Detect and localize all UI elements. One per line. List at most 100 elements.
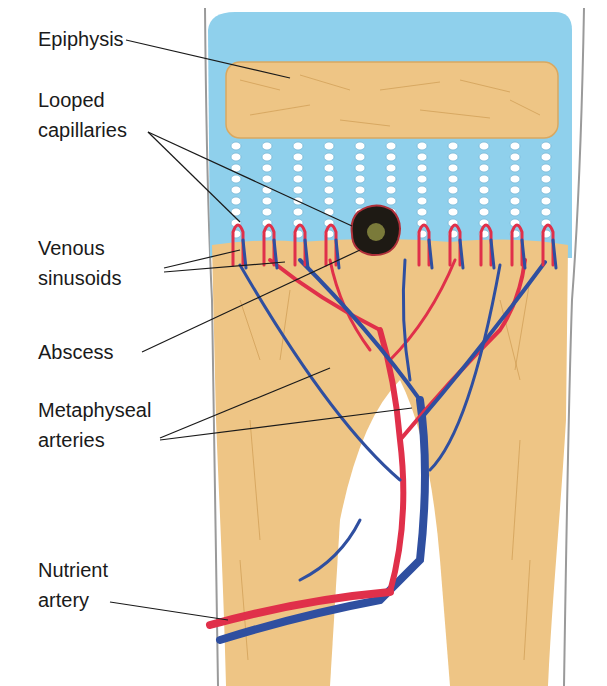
chondrocyte xyxy=(324,197,334,205)
chondrocyte xyxy=(262,208,272,216)
chondrocyte xyxy=(386,175,396,183)
chondrocyte xyxy=(448,164,458,172)
chondrocyte xyxy=(355,197,365,205)
chondrocyte xyxy=(355,186,365,194)
abscess-blob xyxy=(352,205,400,255)
chondrocyte xyxy=(262,197,272,205)
chondrocyte xyxy=(448,208,458,216)
chondrocyte xyxy=(386,186,396,194)
venous-sinusoid xyxy=(460,240,463,268)
chondrocyte xyxy=(541,208,551,216)
chondrocyte xyxy=(293,208,303,216)
chondrocyte xyxy=(510,175,520,183)
chondrocyte xyxy=(510,153,520,161)
venous-sinusoid xyxy=(274,240,277,268)
bone-shaft xyxy=(212,239,568,686)
looped-capillary xyxy=(481,225,491,265)
part-label: Venous sinusoids xyxy=(38,233,163,293)
chondrocyte xyxy=(324,142,334,150)
chondrocyte xyxy=(417,175,427,183)
chondrocyte xyxy=(510,186,520,194)
looped-capillary xyxy=(326,225,336,265)
chondrocyte xyxy=(293,142,303,150)
venous-sinusoid xyxy=(429,240,432,268)
chondrocyte xyxy=(510,197,520,205)
chondrocyte xyxy=(262,175,272,183)
chondrocyte xyxy=(448,186,458,194)
chondrocyte xyxy=(541,175,551,183)
venous-sinusoid xyxy=(491,240,494,268)
chondrocyte xyxy=(541,153,551,161)
part-label: Epiphysis xyxy=(38,24,168,54)
looped-capillary xyxy=(264,225,274,265)
chondrocyte xyxy=(293,164,303,172)
chondrocyte xyxy=(262,164,272,172)
abscess-core xyxy=(367,223,385,241)
vessels xyxy=(210,225,556,640)
chondrocyte xyxy=(541,197,551,205)
looped-capillary xyxy=(512,225,522,265)
venous-sinusoid xyxy=(553,240,556,268)
leader-lines xyxy=(110,40,412,620)
chondrocyte xyxy=(293,153,303,161)
venous-sinusoid xyxy=(336,240,339,268)
chondrocyte xyxy=(324,164,334,172)
chondrocyte xyxy=(293,186,303,194)
chondrocyte xyxy=(417,186,427,194)
chondrocyte xyxy=(448,197,458,205)
chondrocyte xyxy=(386,142,396,150)
chondrocyte xyxy=(355,175,365,183)
chondrocyte xyxy=(541,186,551,194)
chondrocyte xyxy=(324,186,334,194)
chondrocyte xyxy=(231,186,241,194)
chondrocyte xyxy=(510,142,520,150)
chondrocyte xyxy=(541,164,551,172)
chondrocyte xyxy=(386,153,396,161)
looped-capillary xyxy=(419,225,429,265)
chondrocyte xyxy=(479,164,489,172)
chondrocyte xyxy=(417,142,427,150)
chondrocyte xyxy=(355,142,365,150)
chondrocyte xyxy=(231,153,241,161)
chondrocyte xyxy=(479,153,489,161)
chondrocyte xyxy=(448,153,458,161)
chondrocyte xyxy=(510,208,520,216)
chondrocyte xyxy=(479,142,489,150)
chondrocyte xyxy=(262,142,272,150)
chondrocyte xyxy=(541,142,551,150)
venous-sinusoid xyxy=(243,240,246,268)
cartilage-cap xyxy=(208,12,572,258)
bone-texture xyxy=(240,75,540,660)
chondrocyte xyxy=(479,208,489,216)
chondrocyte xyxy=(293,175,303,183)
chondrocyte xyxy=(417,197,427,205)
chondrocyte xyxy=(448,142,458,150)
part-label: Metaphyseal arteries xyxy=(38,395,158,455)
looped-capillary xyxy=(543,225,553,265)
looped-capillary xyxy=(295,225,305,265)
epiphysis-bone xyxy=(226,62,558,138)
part-label: Abscess xyxy=(38,337,148,367)
chondrocyte xyxy=(417,208,427,216)
chondrocyte xyxy=(355,153,365,161)
chondrocyte xyxy=(448,175,458,183)
chondrocyte xyxy=(386,164,396,172)
venous-sinusoid xyxy=(522,240,525,268)
looped-capillary xyxy=(450,225,460,265)
chondrocyte xyxy=(324,153,334,161)
chondrocyte xyxy=(386,197,396,205)
chondrocyte xyxy=(231,197,241,205)
chondrocyte xyxy=(479,186,489,194)
part-label: Nutrient artery xyxy=(38,555,138,615)
venous-sinusoid xyxy=(305,240,308,268)
part-label: Looped capillaries xyxy=(38,85,148,145)
chondrocyte xyxy=(262,153,272,161)
chondrocyte xyxy=(417,153,427,161)
chondrocyte xyxy=(417,164,427,172)
chondrocyte xyxy=(479,175,489,183)
looped-capillary xyxy=(233,225,243,265)
chondrocyte xyxy=(324,175,334,183)
chondrocyte xyxy=(355,164,365,172)
chondrocyte xyxy=(231,142,241,150)
